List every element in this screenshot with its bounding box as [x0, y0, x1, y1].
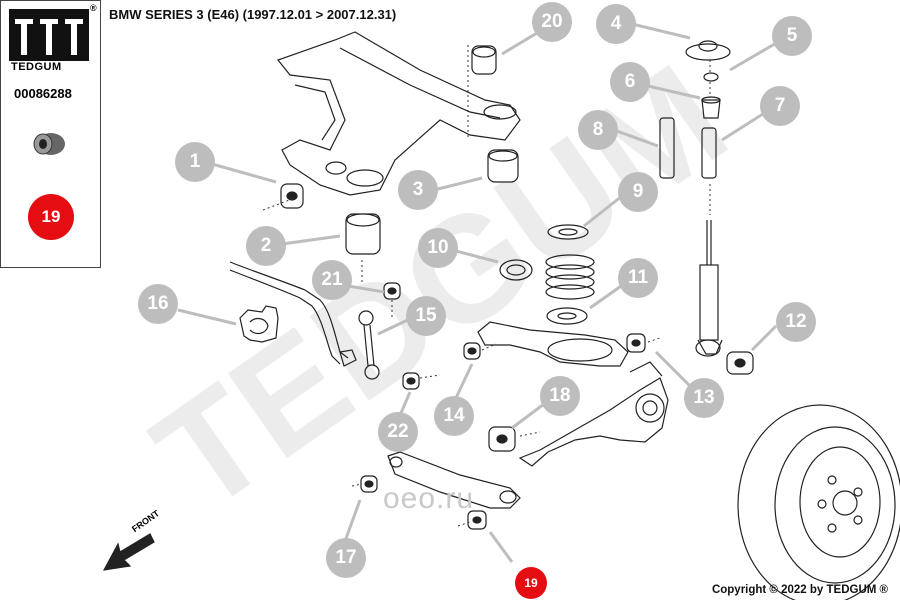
lower-link: [387, 451, 521, 509]
stabilizer-link: [358, 310, 380, 380]
copyright: Copyright © 2022 by TEDGUM ®: [711, 584, 888, 596]
callout-20[interactable]: 20: [532, 2, 572, 42]
top-mount: [685, 40, 731, 61]
bushing-20: [471, 45, 497, 75]
callout-22[interactable]: 22: [378, 412, 418, 452]
page-title: BMW SERIES 3 (E46) (1997.12.01 > 2007.12…: [109, 7, 397, 22]
shock-absorber: [695, 220, 723, 357]
callout-21[interactable]: 21: [312, 260, 352, 300]
bushing-14: [463, 342, 481, 360]
coil-spring: [545, 254, 595, 300]
callout-7[interactable]: 7: [760, 86, 800, 126]
front-arrow: [102, 533, 155, 571]
bushing-thumbnail: [33, 133, 65, 155]
bushing-1: [280, 183, 304, 209]
bump-stop: [701, 96, 721, 119]
highlight-badge[interactable]: 19: [28, 194, 74, 240]
callout-4[interactable]: 4: [596, 4, 636, 44]
registered-mark: ®: [90, 3, 97, 13]
callout-2[interactable]: 2: [246, 226, 286, 266]
callout-17[interactable]: 17: [326, 538, 366, 578]
wheel: [737, 404, 900, 600]
stabilizer-bush: [239, 305, 279, 343]
brand-name: TEDGUM: [11, 61, 62, 73]
callout-11[interactable]: 11: [618, 258, 658, 298]
callout-8[interactable]: 8: [578, 110, 618, 150]
tedgum-logo: [9, 9, 89, 61]
callout-5[interactable]: 5: [772, 16, 812, 56]
trailing-arm: [518, 361, 669, 467]
site-watermark: oeo.ru: [383, 482, 475, 515]
stabilizer-bar: [229, 261, 357, 367]
part-number: 00086288: [14, 86, 72, 101]
dust-cover-7: [701, 127, 717, 179]
callout-1[interactable]: 1: [175, 142, 215, 182]
callout-6[interactable]: 6: [610, 62, 650, 102]
part-sidebar: ® TEDGUM 00086288 19: [0, 0, 101, 268]
upper-control-arm: [477, 321, 629, 367]
callout-3[interactable]: 3: [398, 170, 438, 210]
rear-subframe: [277, 31, 521, 196]
bushing-3: [487, 149, 519, 183]
callout-15[interactable]: 15: [406, 296, 446, 336]
highlight-callout-19[interactable]: 19: [515, 567, 547, 599]
bump-stop-cap: [703, 72, 719, 82]
bushing-2: [345, 213, 381, 255]
callout-18[interactable]: 18: [540, 376, 580, 416]
bushing-18: [488, 426, 516, 452]
dust-cover-8: [659, 117, 675, 179]
callout-9[interactable]: 9: [618, 172, 658, 212]
callout-12[interactable]: 12: [776, 302, 816, 342]
callout-14[interactable]: 14: [434, 396, 474, 436]
spring-pad-lower: [546, 307, 588, 325]
bearing: [499, 259, 533, 281]
bushing-13: [626, 333, 646, 353]
callout-16[interactable]: 16: [138, 284, 178, 324]
bushing-21: [383, 282, 401, 300]
callout-10[interactable]: 10: [418, 228, 458, 268]
spring-pad-upper: [547, 224, 589, 240]
bushing-12: [726, 351, 754, 375]
bushing-22: [402, 372, 420, 390]
bushing-19: [467, 510, 487, 530]
callout-13[interactable]: 13: [684, 378, 724, 418]
bushing-17: [360, 475, 378, 493]
